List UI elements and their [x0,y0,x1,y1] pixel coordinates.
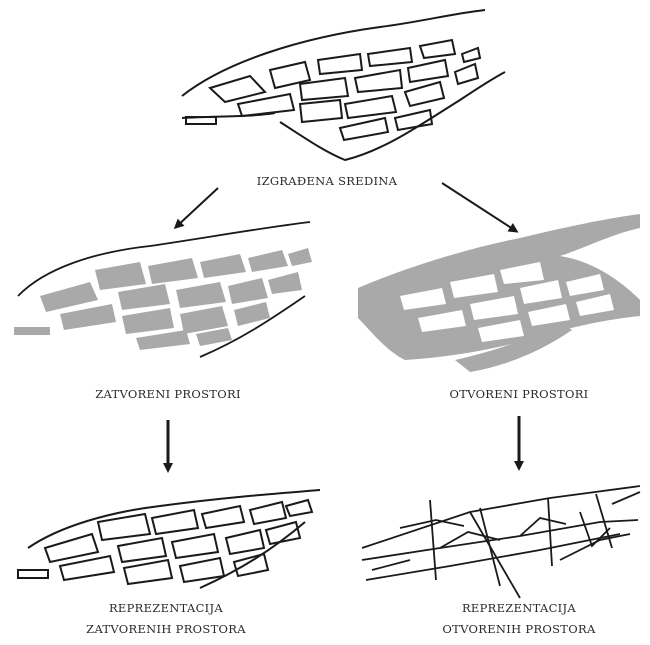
label-rep-open-line2: OTVORENIH PROSTORA [442,619,595,640]
label-rep-closed: REPREZENTACIJA ZATVORENIH PROSTORA [86,598,246,640]
label-rep-closed-line2: ZATVORENIH PROSTORA [86,619,246,640]
open-spaces-map [358,214,640,372]
closed-spaces-representation [18,490,320,588]
arrow-to-closed [176,188,218,227]
label-closed-spaces: ZATVORENI PROSTORI [95,384,241,405]
label-rep-open: REPREZENTACIJA OTVORENIH PROSTORA [442,598,595,640]
label-built-environment: IZGRAĐENA SREDINA [257,171,398,192]
closed-spaces-map [14,222,312,357]
built-environment-map [182,10,505,160]
label-rep-closed-line1: REPREZENTACIJA [86,598,246,619]
arrow-to-open [442,183,516,231]
label-rep-open-line1: REPREZENTACIJA [442,598,595,619]
open-spaces-representation [362,486,640,598]
label-open-spaces: OTVORENI PROSTORI [449,384,588,405]
